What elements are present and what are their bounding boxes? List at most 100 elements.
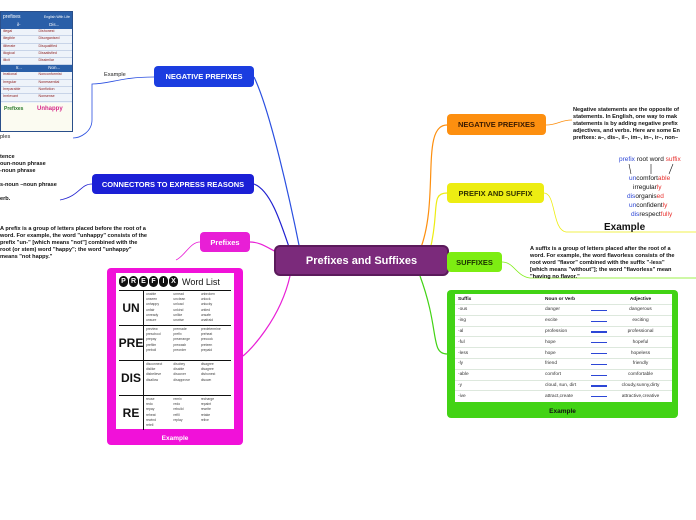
word-list-word: unlike <box>173 312 183 317</box>
word-list-word: unsure <box>146 318 157 323</box>
word-list-prefix: RE <box>119 396 144 430</box>
suffixes-definition-text: A suffix is a group of letters placed af… <box>530 246 696 281</box>
connectors-text-line: tence <box>0 154 15 160</box>
word-list-word: repaint <box>200 402 212 407</box>
neg-left-link-label: Example <box>104 72 126 78</box>
word-list-word: recharge <box>200 397 215 401</box>
table-image-header: prefixes English With Life <box>1 12 72 22</box>
word-list-word: unread <box>173 292 184 296</box>
connectors-text-line: erb. <box>0 196 11 202</box>
word-list-word: disagree <box>200 362 214 366</box>
table-image-footer: Prefixes Unhappy <box>1 103 72 131</box>
suffixes-text-line: word. For example, the word flavorless c… <box>530 253 675 259</box>
word-list-word: replay <box>173 417 183 422</box>
word-list-word: unfair <box>146 307 155 312</box>
word-list-word: redo <box>173 402 181 407</box>
suffixes-text-line: [which means "without"]; the word "flavo… <box>530 267 672 273</box>
word-list-word: preteen <box>200 342 213 347</box>
word-list-word: preboil <box>146 347 157 352</box>
word-list-word: dislike <box>146 367 156 372</box>
table-image-corner: English With Life <box>43 15 70 19</box>
ps-example-word: disrespectfully <box>631 211 673 218</box>
word-list-word: predetermine <box>200 327 221 331</box>
connectors-node[interactable]: CONNECTORS TO EXPRESS REASONS <box>92 174 254 194</box>
word-list-prefix: PRE <box>119 326 144 360</box>
word-list-word: unseen <box>146 297 158 302</box>
word-list-word: prearrange <box>173 337 190 342</box>
prefixes-text-line: root (or stem) word "happy"; the word "u… <box>0 247 132 253</box>
word-list-word: retake <box>200 412 211 417</box>
suffixes-text-line: root word "flavor" combined with the suf… <box>530 260 665 266</box>
ps-arrows <box>628 163 674 175</box>
word-list-word: prefilm <box>146 342 157 347</box>
word-list-word: premade <box>173 327 187 331</box>
prefix-and-suffix-node[interactable]: PREFIX AND SUFFIX <box>447 183 544 203</box>
word-list-word: unload <box>173 302 184 307</box>
word-list-word: disconnect <box>146 362 163 366</box>
word-list-word: preview <box>146 327 158 331</box>
neg-right-text-line: statements is by adding negative prefix <box>573 121 678 127</box>
neg-right-text-line: prefixes: a–, dis–, il–, im–, in–, ir–, … <box>573 135 679 141</box>
ps-example-word: disorganised <box>627 193 664 200</box>
negative-prefixes-left-node[interactable]: NEGATIVE PREFIXES <box>154 66 254 87</box>
word-list-word: discover <box>173 372 187 377</box>
word-list-word: preheat <box>200 332 213 337</box>
word-list-word: relive <box>200 417 209 422</box>
prefixes-text-line: word. For example, the word "unhappy" co… <box>0 233 148 239</box>
suffix-card-example-label: Example <box>549 408 576 415</box>
word-list-word: redo <box>146 402 153 407</box>
neg-right-text-line: adjectives, and verbs. Here are some En <box>573 128 680 134</box>
footer-word-2: Prefixes <box>4 106 24 112</box>
prefixes-node[interactable]: Prefixes <box>200 232 250 252</box>
title-letter: X <box>169 276 178 287</box>
connectors-text-line: oun-noun phrase <box>0 161 46 167</box>
word-list-word: unkind <box>173 307 184 312</box>
word-list-word: rewind <box>146 417 156 422</box>
connectors-text-line: s-noun –noun phrase <box>0 182 57 188</box>
suffixes-node[interactable]: SUFFIXES <box>447 252 502 272</box>
word-list-word: dishonest <box>200 372 216 377</box>
word-list-word: unlock <box>200 297 211 302</box>
title-letter: F <box>149 276 158 287</box>
word-list-word: unhappy <box>146 302 160 307</box>
table-image-subheader-2: Ir... Non... <box>1 65 72 73</box>
word-list-word: disobey <box>173 362 186 366</box>
word-list-word: disapprove <box>173 377 190 382</box>
root-topic[interactable]: Prefixes and Suffixes <box>274 245 449 276</box>
title-letter: I <box>159 276 168 287</box>
word-list-prefix: UN <box>119 291 144 325</box>
word-list-word: disown <box>200 377 212 382</box>
ps-example-word: irregularly <box>633 184 662 191</box>
footer-word: Unhappy <box>37 106 63 112</box>
word-list-word: prepay <box>146 337 157 342</box>
word-list-word: rewrite <box>200 407 211 412</box>
word-list-word: disallow <box>146 377 159 382</box>
connectors-text-line <box>0 189 80 196</box>
word-list-word: unable <box>146 292 157 296</box>
negative-prefixes-right-node[interactable]: NEGATIVE PREFIXES <box>447 114 546 135</box>
neg-right-text-line: Negative statements are the opposite of <box>573 107 679 113</box>
word-list-word: unafraid <box>200 318 214 323</box>
word-list-word: untied <box>200 307 210 312</box>
word-list-word: reuse <box>146 397 155 401</box>
word-list-word: unlucky <box>200 302 213 307</box>
word-list-word: preschool <box>146 332 161 337</box>
